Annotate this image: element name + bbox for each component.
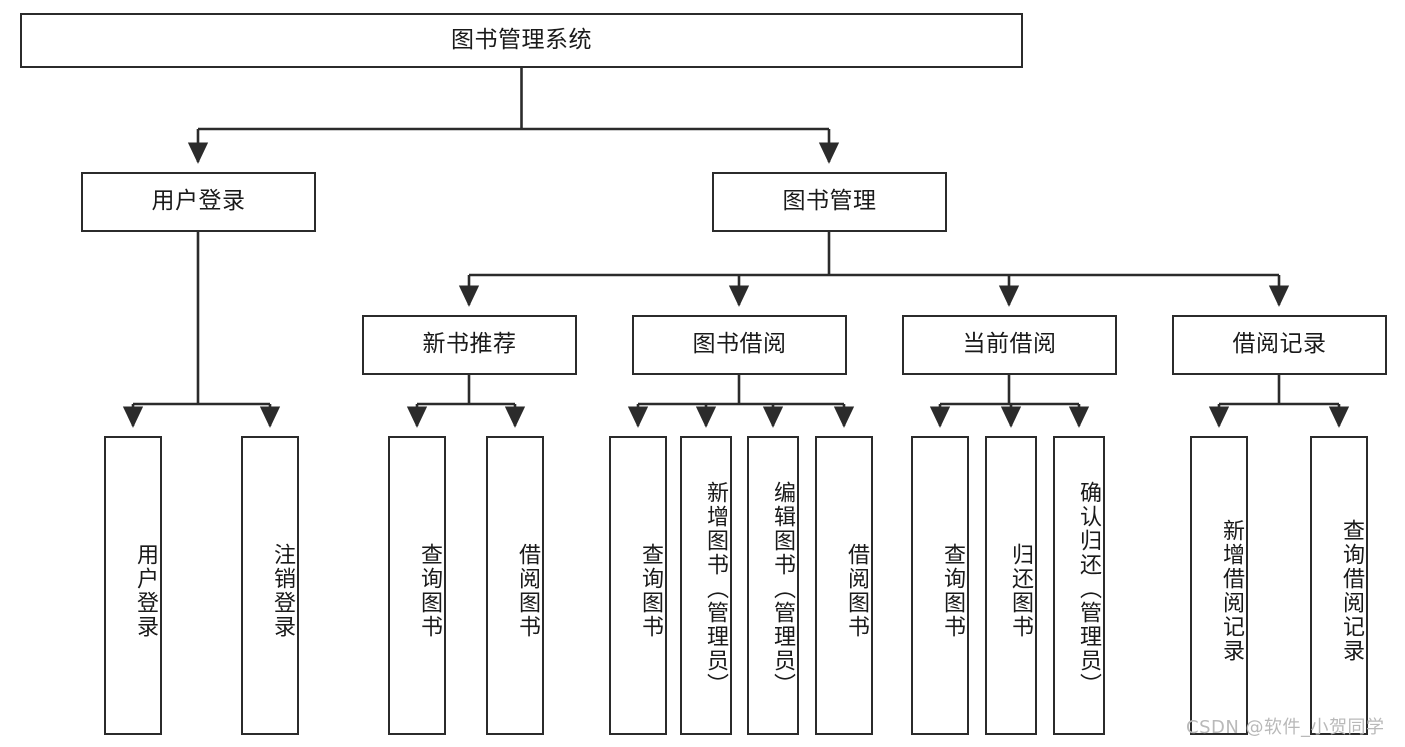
node-leaf-confirm-return[interactable]: 确认归还（管理员）: [1053, 436, 1105, 735]
node-leaf-user-logout-label: 注销登录: [270, 542, 295, 639]
node-leaf-user-logout[interactable]: 注销登录: [241, 436, 299, 735]
node-book-manage-label: 图书管理: [782, 188, 877, 215]
csdn-watermark: CSDN @软件_小贺同学: [1186, 717, 1385, 738]
node-leaf-borrow-book-rec[interactable]: 借阅图书: [486, 436, 544, 735]
node-root-label: 图书管理系统: [451, 26, 592, 53]
node-borrow-record-label: 借阅记录: [1232, 331, 1327, 358]
node-user-login-label: 用户登录: [151, 188, 246, 215]
node-current-borrow-label: 当前借阅: [962, 331, 1057, 358]
node-leaf-confirm-return-label: 确认归还（管理员）: [1076, 480, 1101, 697]
node-root[interactable]: 图书管理系统: [20, 13, 1023, 68]
node-leaf-query-book-cur-label: 查询图书: [940, 542, 965, 639]
node-leaf-borrow-book-label: 借阅图书: [844, 542, 869, 639]
node-leaf-query-book-borrow[interactable]: 查询图书: [609, 436, 667, 735]
node-leaf-user-login-label: 用户登录: [133, 542, 158, 639]
node-leaf-query-book-rec-label: 查询图书: [417, 542, 442, 639]
node-leaf-borrow-book-rec-label: 借阅图书: [515, 542, 540, 639]
node-leaf-query-record[interactable]: 查询借阅记录: [1310, 436, 1368, 735]
node-user-login[interactable]: 用户登录: [81, 172, 316, 232]
node-leaf-add-book-label: 新增图书（管理员）: [703, 480, 728, 697]
node-leaf-add-record-label: 新增借阅记录: [1219, 518, 1244, 663]
node-leaf-user-login[interactable]: 用户登录: [104, 436, 162, 735]
node-leaf-borrow-book[interactable]: 借阅图书: [815, 436, 873, 735]
node-leaf-query-book-rec[interactable]: 查询图书: [388, 436, 446, 735]
node-leaf-query-book-cur[interactable]: 查询图书: [911, 436, 969, 735]
node-new-book-rec-label: 新书推荐: [422, 331, 517, 358]
node-leaf-query-book-borrow-label: 查询图书: [638, 542, 663, 639]
node-leaf-edit-book[interactable]: 编辑图书（管理员）: [747, 436, 799, 735]
node-borrow-record[interactable]: 借阅记录: [1172, 315, 1387, 375]
node-leaf-query-record-label: 查询借阅记录: [1339, 518, 1364, 663]
node-leaf-return-book-label: 归还图书: [1008, 542, 1033, 639]
node-book-borrow[interactable]: 图书借阅: [632, 315, 847, 375]
node-book-borrow-label: 图书借阅: [692, 331, 787, 358]
node-book-manage[interactable]: 图书管理: [712, 172, 947, 232]
node-leaf-return-book[interactable]: 归还图书: [985, 436, 1037, 735]
node-leaf-add-book[interactable]: 新增图书（管理员）: [680, 436, 732, 735]
node-new-book-rec[interactable]: 新书推荐: [362, 315, 577, 375]
node-leaf-add-record[interactable]: 新增借阅记录: [1190, 436, 1248, 735]
node-leaf-edit-book-label: 编辑图书（管理员）: [770, 480, 795, 697]
node-current-borrow[interactable]: 当前借阅: [902, 315, 1117, 375]
